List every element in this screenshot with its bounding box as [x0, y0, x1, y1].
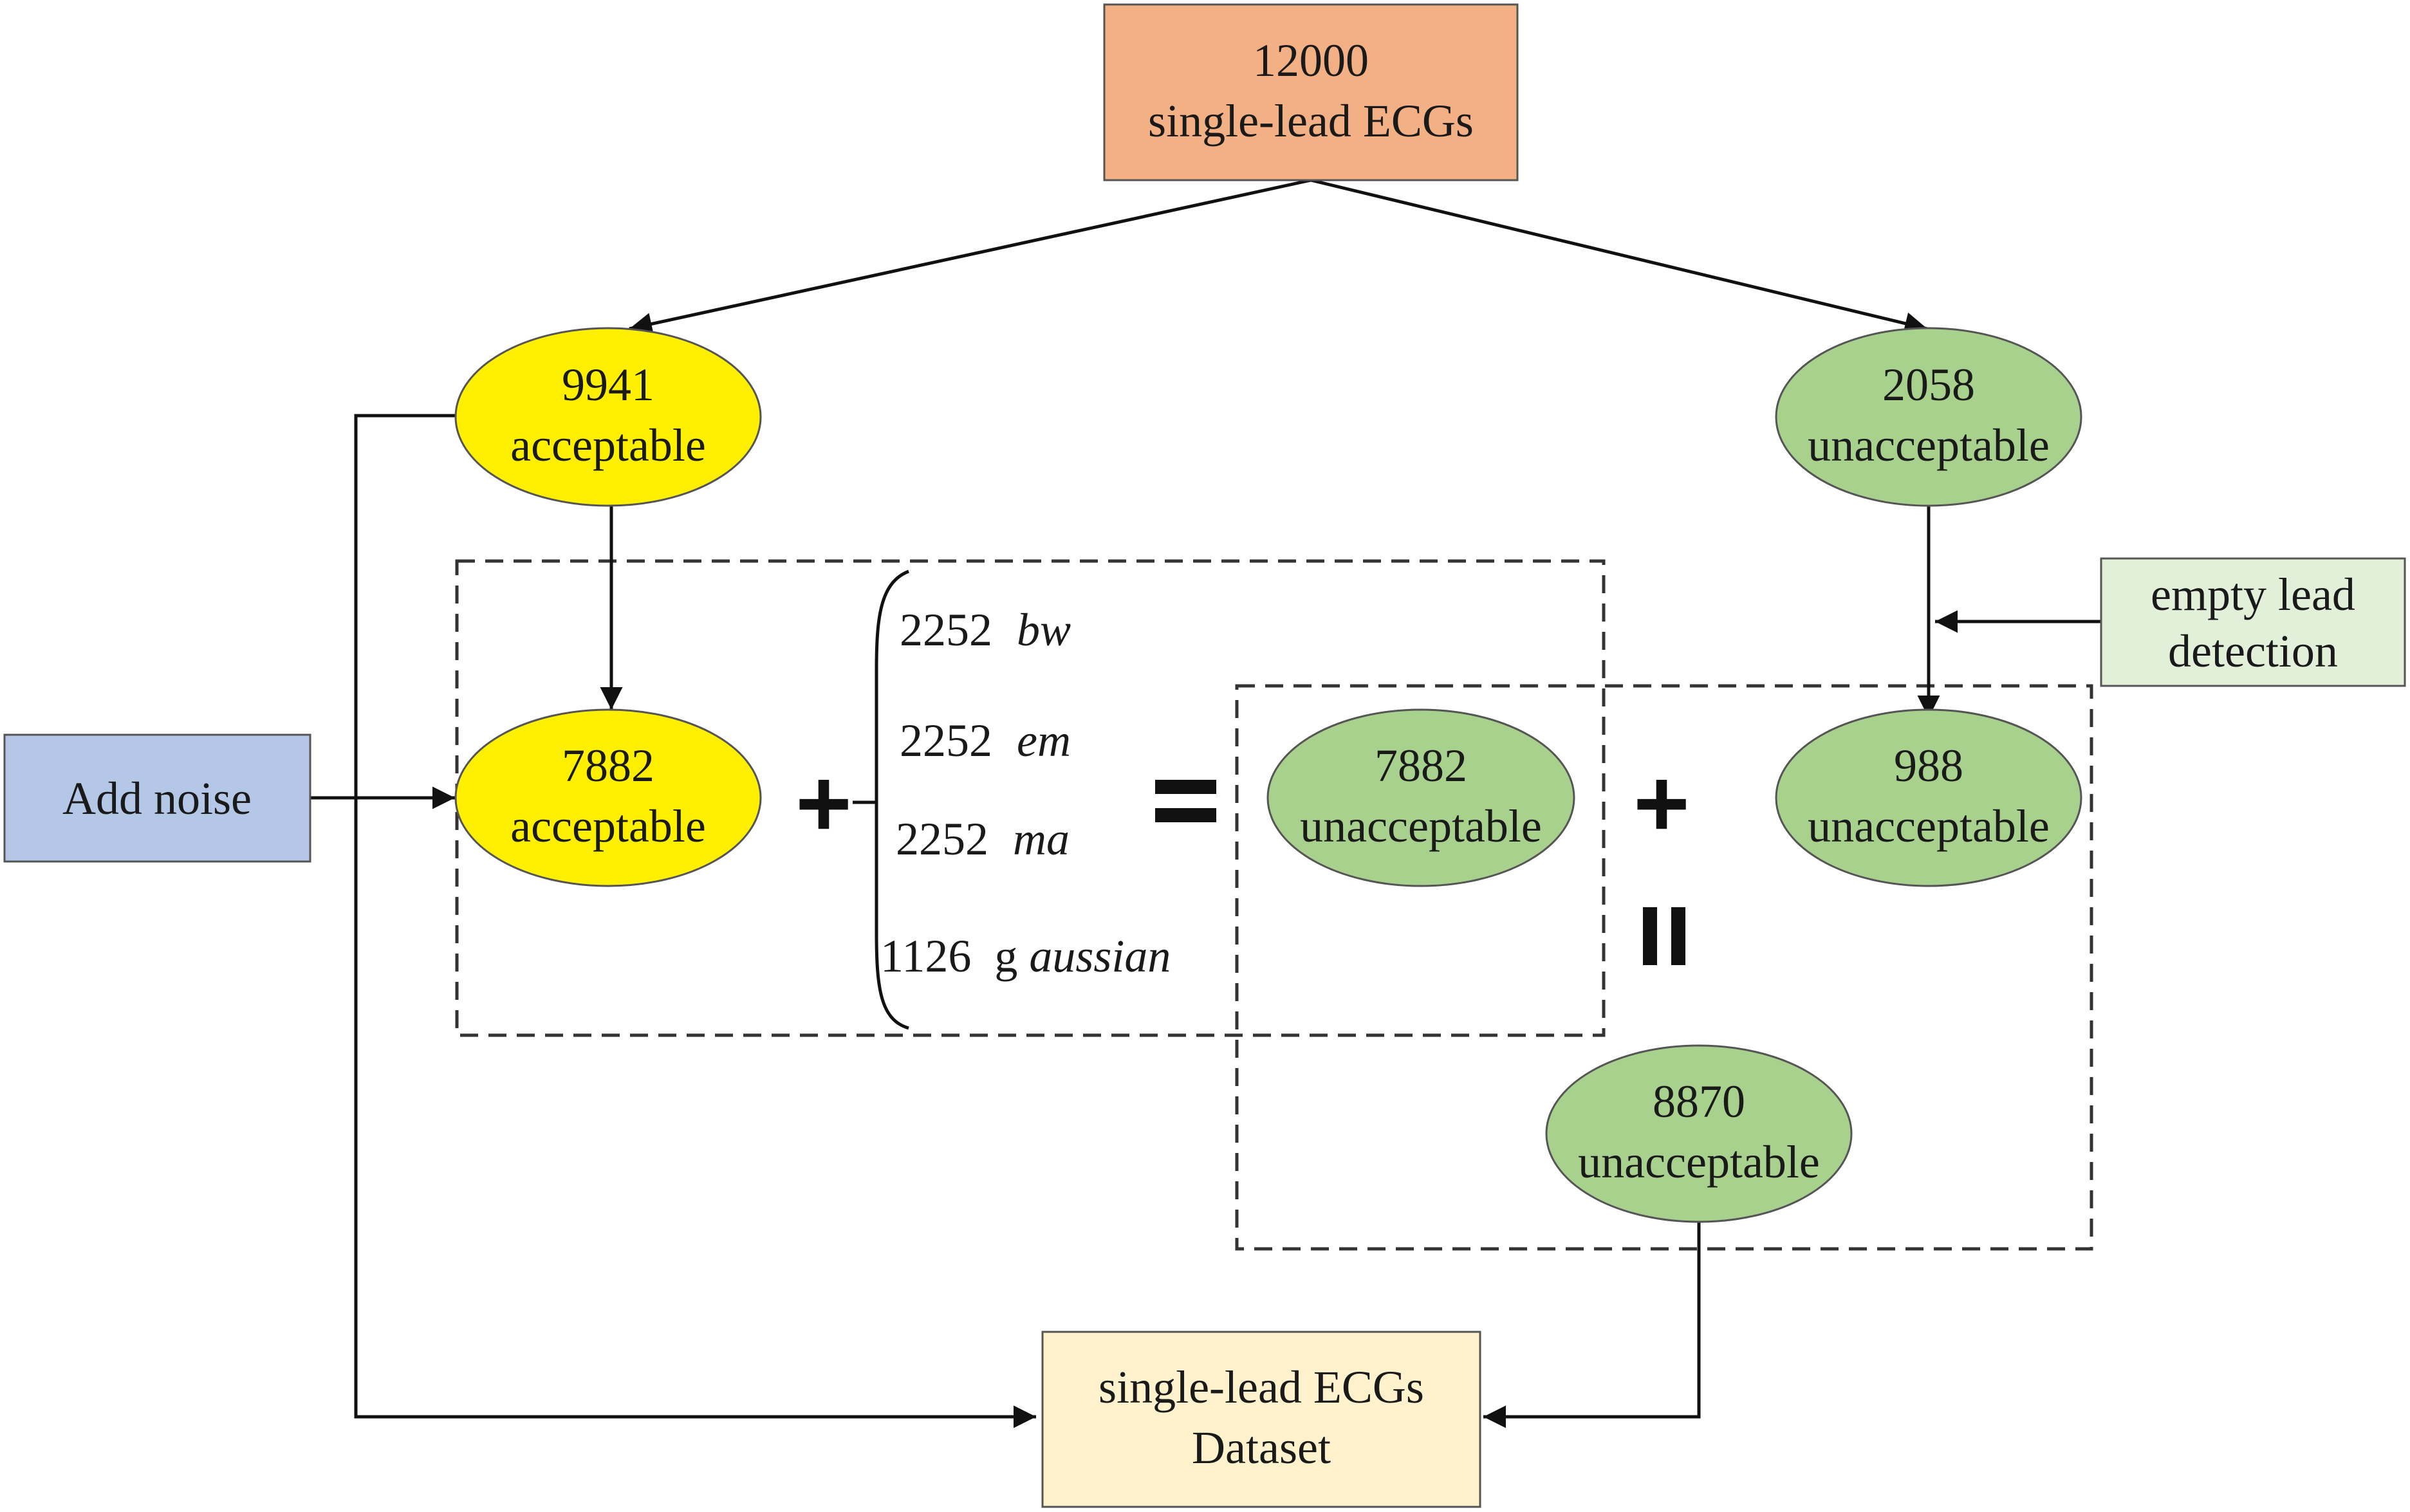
empty-lead-node: empty lead detection [2100, 557, 2406, 687]
edges [310, 178, 2101, 1428]
noise-item-em-count: 2252 [900, 715, 992, 766]
source-box [1103, 3, 1519, 181]
acceptable-top-ellipse [454, 327, 762, 507]
unacceptable-right-node: 988 unacceptable [1775, 708, 2082, 887]
empty-lead-line2: detection [2168, 625, 2338, 677]
dataset-box [1041, 1331, 1481, 1508]
add-noise-label: Add noise [62, 773, 252, 824]
unacceptable-total-ellipse [1545, 1044, 1853, 1223]
noise-item-gaussian: 1126 g aussian [880, 930, 1171, 982]
noise-item-ma-count: 2252 [896, 813, 988, 865]
equals-bar-top [1155, 780, 1216, 794]
unacceptable-total-count: 8870 [1653, 1076, 1745, 1127]
dataset-line2: Dataset [1192, 1422, 1331, 1473]
source-count: 12000 [1253, 35, 1369, 86]
equals-vertical-bar-left [1643, 907, 1657, 965]
equals-bar-bottom [1155, 808, 1216, 822]
equals-vertical-bar-right [1671, 907, 1685, 965]
add-noise-box [3, 733, 311, 863]
unacceptable-group-box [1235, 684, 2093, 1251]
edge-total-to-dataset [1483, 1220, 1701, 1428]
equals-vertical-operator [1643, 907, 1685, 965]
plus-operator-left: + [795, 749, 852, 857]
plus-operator-right: + [1633, 749, 1690, 857]
unacceptable-top-node: 2058 unacceptable [1775, 327, 2082, 507]
noise-item-em: 2252 em [900, 715, 1071, 766]
unacceptable-top-label: unacceptable [1808, 419, 2050, 471]
noise-list-bracket [875, 569, 909, 1030]
edge-source-to-unacceptable [1310, 178, 1928, 335]
empty-lead-box [2100, 557, 2406, 687]
unacceptable-mid-ellipse [1266, 708, 1575, 887]
acceptable-mid-label: acceptable [510, 800, 706, 852]
noise-item-em-name: em [1017, 715, 1071, 766]
noise-item-bw-name: bw [1017, 604, 1071, 656]
edge-source-to-acceptable [629, 178, 1312, 335]
acceptable-top-node: 9941 acceptable [454, 327, 762, 507]
noise-item-gaussian-prefix: g [994, 930, 1017, 982]
source-node: 12000 single-lead ECGs [1103, 3, 1519, 181]
acceptable-mid-ellipse [454, 708, 762, 887]
noise-item-ma: 2252 ma [896, 813, 1070, 865]
add-noise-node: Add noise [3, 733, 311, 863]
empty-lead-line1: empty lead [2151, 569, 2355, 620]
noise-item-ma-name: ma [1013, 813, 1070, 865]
unacceptable-top-ellipse [1775, 327, 2082, 507]
unacceptable-right-ellipse [1775, 708, 2082, 887]
unacceptable-total-node: 8870 unacceptable [1545, 1044, 1853, 1223]
noise-item-gaussian-count: 1126 [880, 930, 971, 982]
noise-type-list: 2252 bw 2252 em 2252 ma 1126 g aussian [880, 604, 1171, 982]
equals-operator [1155, 780, 1216, 822]
acceptable-mid-count: 7882 [562, 740, 654, 791]
unacceptable-mid-node: 7882 unacceptable [1266, 708, 1575, 887]
unacceptable-top-count: 2058 [1882, 359, 1975, 410]
unacceptable-mid-count: 7882 [1375, 740, 1467, 791]
unacceptable-total-label: unacceptable [1578, 1136, 1820, 1188]
edge-acceptable-to-dataset [354, 414, 1036, 1428]
unacceptable-right-count: 988 [1894, 740, 1963, 791]
unacceptable-mid-label: unacceptable [1300, 800, 1542, 852]
unacceptable-right-label: unacceptable [1808, 800, 2050, 852]
source-label: single-lead ECGs [1148, 95, 1474, 147]
noise-item-bw: 2252 bw [900, 604, 1071, 656]
noise-item-gaussian-name: aussian [1029, 930, 1171, 982]
noise-item-bw-count: 2252 [900, 604, 992, 656]
acceptable-top-label: acceptable [510, 419, 706, 471]
acceptable-mid-node: 7882 acceptable [454, 708, 762, 887]
dataset-node: single-lead ECGs Dataset [1041, 1331, 1481, 1508]
acceptable-top-count: 9941 [562, 359, 654, 410]
dataset-line1: single-lead ECGs [1098, 1361, 1424, 1413]
